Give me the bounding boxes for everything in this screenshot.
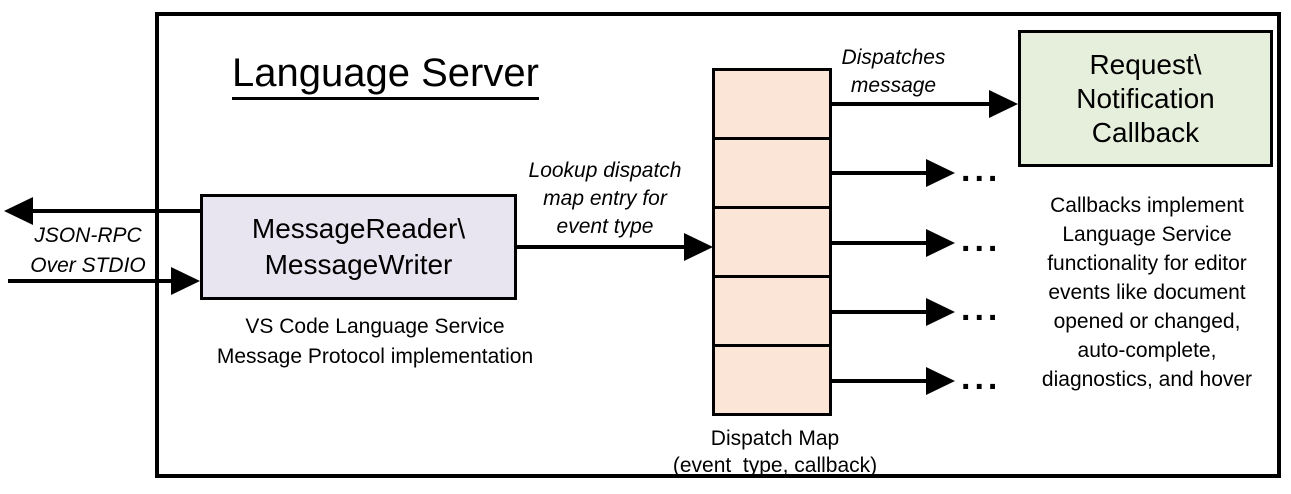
stdio-channel-label-line2: Over STDIO (30, 254, 146, 277)
ellipsis-icon: ... (961, 221, 1002, 259)
message-box-caption-line2: Message Protocol implementation (216, 345, 534, 368)
callbacks-note: Callbacks implement Language Service fun… (1014, 191, 1280, 394)
message-reader-writer-box: MessageReader\ MessageWriter (200, 194, 517, 300)
callback-box-line2: Notification (1076, 82, 1215, 114)
dispatches-arrow-label: Dispatches message (816, 44, 971, 100)
callback-box-line1: Request\ (1089, 48, 1202, 80)
dispatches-arrow-label-line1: Dispatches (841, 46, 946, 69)
callbacks-note-line: auto-complete, (1077, 339, 1217, 362)
ellipsis-icon: ... (961, 290, 1002, 328)
lookup-arrow-label: Lookup dispatch map entry for event type (500, 157, 710, 241)
dispatch-map-cell (715, 71, 829, 140)
dispatch-map-cell (715, 347, 829, 413)
page-title: Language Server (232, 50, 539, 100)
dispatch-map-caption: Dispatch Map (event_type, callback) (655, 425, 895, 479)
lookup-arrow-label-line3: event type (556, 215, 654, 238)
callbacks-note-line: Language Service (1062, 223, 1232, 246)
ellipsis-icon: ... (961, 151, 1002, 189)
callbacks-note-line: Callbacks implement (1050, 194, 1244, 217)
dispatch-map-cell (715, 209, 829, 278)
callbacks-note-line: diagnostics, and hover (1041, 368, 1253, 391)
message-box-caption: VS Code Language Service Message Protoco… (185, 312, 565, 372)
dispatch-map-table (712, 68, 832, 416)
dispatch-map-cell (715, 140, 829, 209)
message-box-line1: MessageReader\ (251, 213, 466, 244)
callbacks-note-line: functionality for editor (1047, 252, 1247, 275)
dispatch-map-caption-line2: (event_type, callback) (672, 454, 878, 477)
dispatch-map-cell (715, 278, 829, 347)
lookup-arrow-label-line2: map entry for (543, 187, 667, 210)
page-title-text: Language Server (232, 50, 539, 100)
ellipsis-icon: ... (961, 359, 1002, 397)
dispatches-arrow-label-line2: message (850, 74, 937, 97)
language-server-boundary (155, 12, 1281, 478)
callbacks-note-line: opened or changed, (1053, 310, 1241, 333)
stdio-channel-label-line1: JSON-RPC (34, 224, 142, 247)
message-box-caption-line1: VS Code Language Service (245, 315, 505, 338)
callback-box-line3: Callback (1091, 116, 1200, 148)
request-notification-callback-box: Request\ Notification Callback (1018, 30, 1273, 167)
stdio-channel-label: JSON-RPC Over STDIO (8, 221, 168, 281)
message-box-line2: MessageWriter (264, 249, 453, 280)
lookup-arrow-label-line1: Lookup dispatch (528, 159, 682, 182)
dispatch-map-caption-line1: Dispatch Map (710, 427, 840, 450)
callbacks-note-line: events like document (1048, 281, 1246, 304)
